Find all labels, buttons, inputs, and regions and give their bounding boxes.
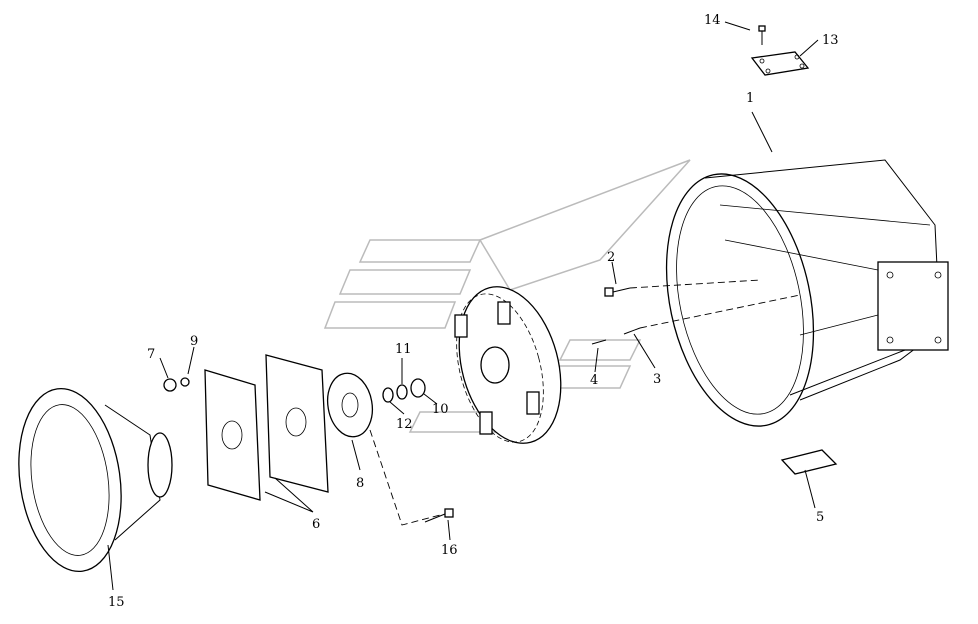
part-8-flange — [326, 372, 374, 438]
bolt-path — [369, 429, 441, 526]
part-4-bolt — [591, 339, 607, 345]
leader-lines — [107, 21, 819, 591]
part-9-washer — [180, 377, 190, 387]
callout-16: 16 — [441, 543, 458, 558]
part-1-housing — [665, 159, 949, 427]
part-15-adapter — [18, 387, 173, 573]
callout-labels: 1 2 3 4 5 6 7 8 9 10 11 12 13 14 15 16 — [108, 13, 839, 610]
part-13-plate — [750, 51, 810, 76]
part-7-nut — [163, 378, 177, 392]
part-14-screw — [758, 25, 766, 45]
part-5-plate — [780, 449, 838, 475]
callout-6: 6 — [312, 517, 320, 532]
callout-12: 12 — [396, 417, 413, 432]
part-10-nut — [410, 378, 426, 398]
watermark-logo — [323, 159, 691, 433]
callout-2: 2 — [607, 250, 615, 265]
part-11-washer — [396, 384, 408, 400]
callout-9: 9 — [190, 334, 198, 349]
callout-1: 1 — [746, 91, 754, 106]
center-plate — [454, 286, 562, 444]
callout-11: 11 — [395, 342, 412, 357]
callout-5: 5 — [816, 510, 824, 525]
part-2-bolt — [604, 287, 631, 297]
callout-7: 7 — [147, 347, 155, 362]
callout-15: 15 — [108, 595, 125, 610]
part-6-gaskets — [204, 354, 329, 501]
callout-14: 14 — [704, 13, 721, 28]
part-12-washer — [382, 387, 394, 403]
callout-3: 3 — [653, 372, 661, 387]
part-16-bolt — [424, 508, 454, 523]
callout-10: 10 — [432, 402, 449, 417]
callout-13: 13 — [822, 33, 839, 48]
callout-8: 8 — [356, 476, 364, 491]
part-3-bolt — [623, 327, 641, 335]
callout-4: 4 — [590, 373, 598, 388]
assembly-lines — [629, 279, 801, 329]
